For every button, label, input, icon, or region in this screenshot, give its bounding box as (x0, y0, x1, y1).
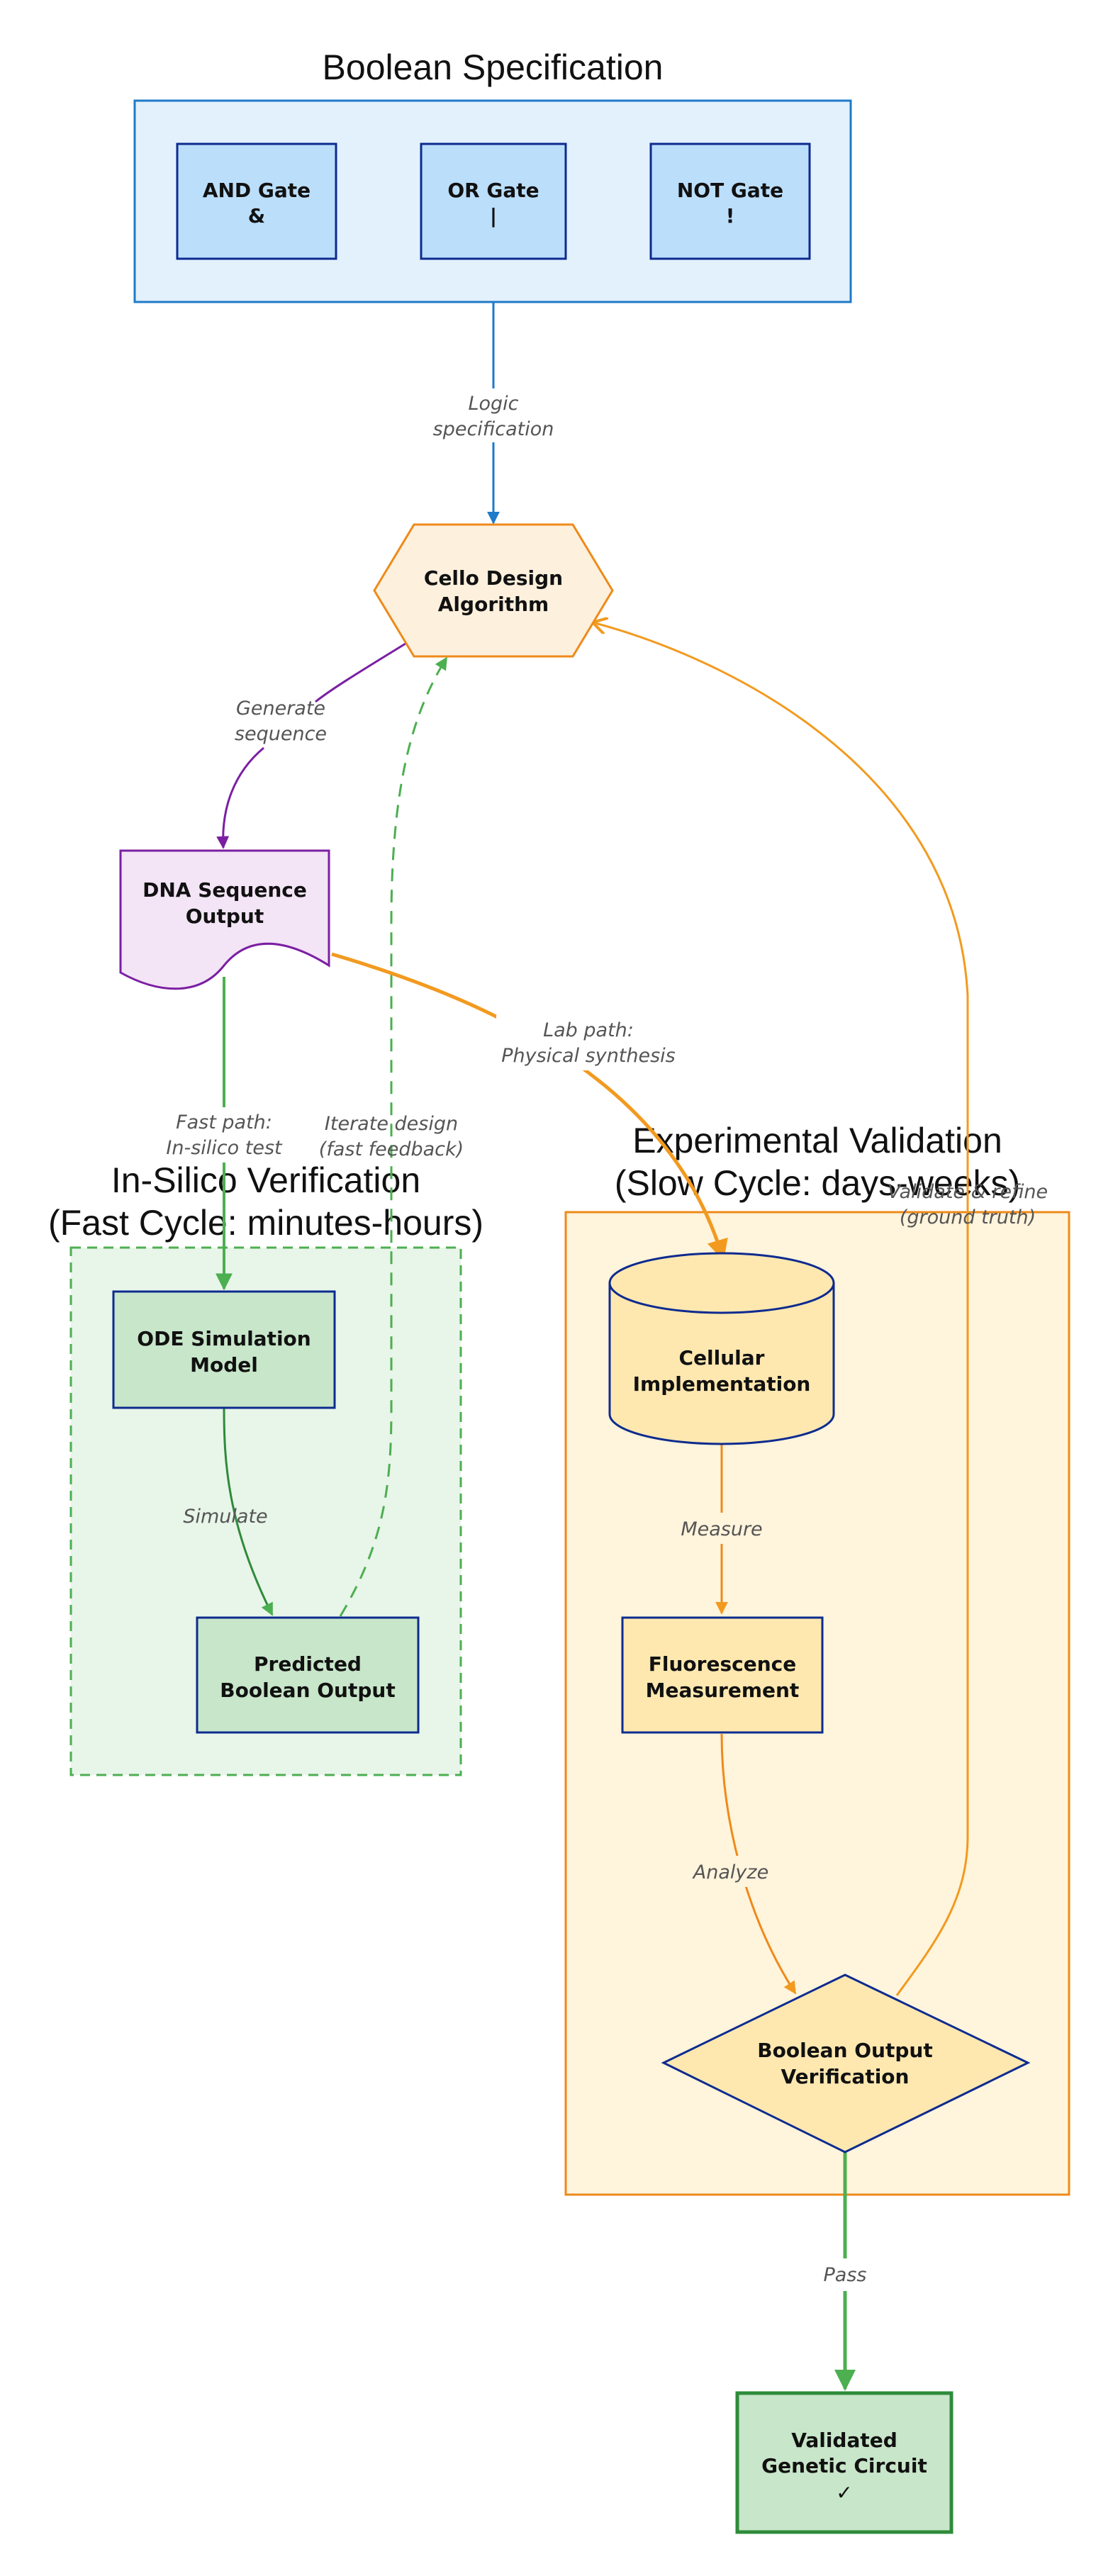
edge-logic-specification-label2: specification (433, 418, 554, 440)
edge-lab-path: Lab path: Physical synthesis (331, 952, 728, 1261)
edge-validate-refine: Validate & refine (ground truth) (593, 622, 1048, 1996)
node-ode-label1: ODE Simulation (137, 1327, 311, 1350)
node-verification-label2: Verification (781, 2065, 910, 2088)
node-fluorescence-label2: Measurement (646, 1679, 800, 1702)
node-cello-label1: Cello Design (424, 566, 563, 590)
node-fluorescence-label1: Fluorescence (649, 1652, 796, 1676)
node-dna-label1: DNA Sequence (142, 878, 307, 902)
node-and-gate-symbol: & (248, 204, 265, 228)
edge-logic-specification-label1: Logic (468, 393, 518, 415)
node-predicted-boolean-output[interactable]: Predicted Boolean Output (196, 1616, 420, 1734)
edge-iterate-design-label2: (fast feedback) (319, 1138, 464, 1160)
checkmark-icon: ✓ (836, 2481, 852, 2504)
cluster-experimental-title-line1: Experimental Validation (632, 1121, 1002, 1160)
node-fluorescence-measurement[interactable]: Fluorescence Measurement (621, 1616, 824, 1734)
edge-generate-sequence: Generate sequence (216, 637, 415, 849)
edge-validate-refine-label1: Validate & refine (888, 1181, 1048, 1203)
node-or-gate[interactable]: OR Gate | (420, 142, 567, 260)
edge-fast-path: Fast path: In-silico test (160, 977, 288, 1291)
cluster-in-silico-title-line2: (Fast Cycle: minutes-hours) (48, 1203, 483, 1243)
node-ode-simulation-model[interactable]: ODE Simulation Model (112, 1290, 336, 1409)
node-or-gate-label: OR Gate (447, 179, 539, 202)
edge-logic-specification: Logic specification (425, 302, 561, 525)
edge-iterate-design-label1: Iterate design (325, 1113, 458, 1135)
edge-lab-path-label2: Physical synthesis (501, 1045, 676, 1067)
edge-lab-path-label1: Lab path: (543, 1019, 634, 1041)
node-and-gate-label: AND Gate (203, 179, 311, 202)
edge-measure-label: Measure (681, 1518, 762, 1540)
edge-simulate-label: Simulate (183, 1506, 267, 1528)
edge-generate-sequence-label1: Generate (236, 698, 325, 719)
node-cello-design-algorithm[interactable]: Cello Design Algorithm (373, 523, 614, 658)
node-cellular-label1: Cellular (679, 1346, 765, 1370)
edge-analyze-label: Analyze (692, 1861, 768, 1883)
node-cello-label2: Algorithm (438, 593, 549, 616)
edge-simulate: Simulate (183, 1407, 274, 1616)
node-ode-label2: Model (190, 1353, 258, 1377)
node-verification-label1: Boolean Output (757, 2039, 932, 2062)
node-validated-genetic-circuit[interactable]: Validated Genetic Circuit ✓ (735, 2391, 953, 2534)
node-dna-label2: Output (186, 905, 264, 928)
edge-fast-path-label2: In-silico test (166, 1137, 283, 1159)
cluster-in-silico-title-line1: In-Silico Verification (111, 1160, 420, 1200)
node-predicted-label1: Predicted (254, 1652, 362, 1676)
edge-pass: Pass (812, 2152, 878, 2391)
node-and-gate[interactable]: AND Gate & (176, 142, 337, 260)
edge-generate-sequence-label2: sequence (235, 723, 327, 745)
node-cellular-implementation[interactable]: Cellular Implementation (608, 1252, 835, 1445)
node-not-gate-label: NOT Gate (677, 179, 783, 202)
edge-pass-label: Pass (824, 2264, 867, 2286)
edge-iterate-design: Iterate design (fast feedback) (319, 656, 464, 1617)
node-cellular-label2: Implementation (633, 1372, 811, 1396)
node-predicted-label2: Boolean Output (220, 1679, 395, 1702)
cluster-boolean-specification: Boolean Specification AND Gate & OR Gate… (133, 47, 852, 303)
edge-analyze: Analyze (685, 1733, 797, 1995)
node-validated-label2: Genetic Circuit (761, 2454, 927, 2477)
edge-fast-path-label1: Fast path: (176, 1111, 272, 1133)
node-dna-sequence-output[interactable]: DNA Sequence Output (119, 849, 330, 990)
edge-measure: Measure (676, 1445, 767, 1615)
node-boolean-output-verification[interactable]: Boolean Output Verification (661, 1973, 1031, 2154)
node-or-gate-symbol: | (490, 204, 497, 228)
node-not-gate[interactable]: NOT Gate ! (649, 142, 811, 260)
cluster-boolean-specification-title: Boolean Specification (323, 47, 664, 87)
node-validated-label1: Validated (791, 2429, 897, 2452)
edge-validate-refine-label2: (ground truth) (900, 1206, 1036, 1228)
node-not-gate-symbol: ! (726, 204, 735, 228)
